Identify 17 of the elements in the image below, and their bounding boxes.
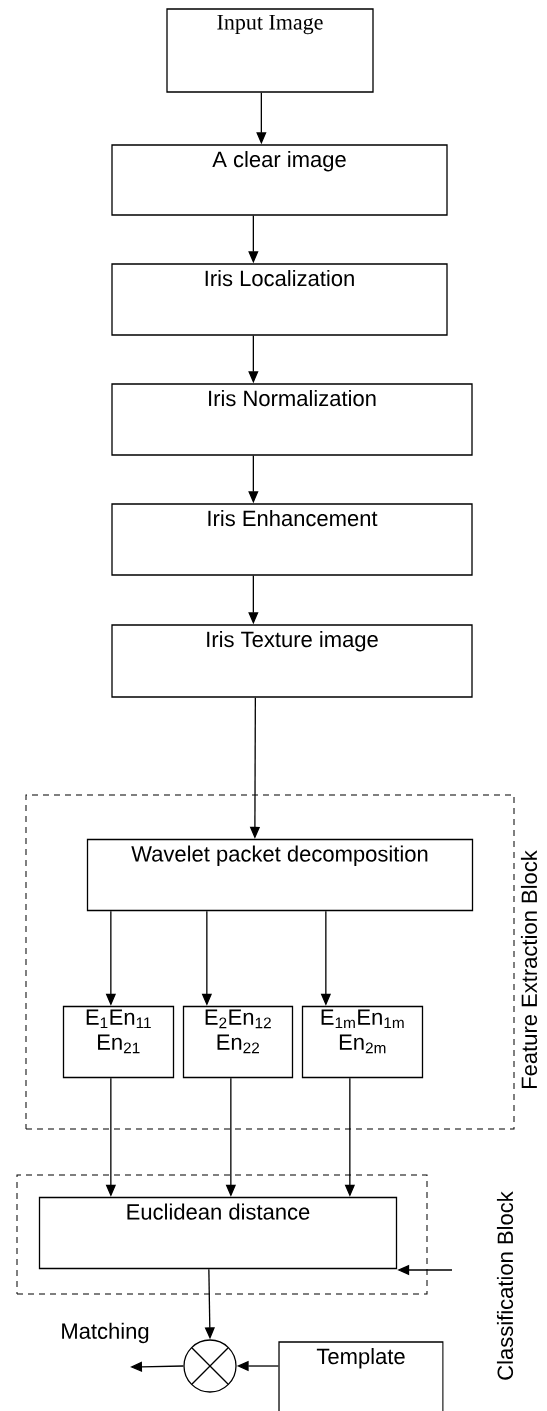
process-box: E$_{1}$En$_{11}$ En$_{21}$ xyxy=(62,1005,175,1079)
process-box: A clear image xyxy=(111,144,448,216)
process-box: E$_{1m}$En$_{1m}$ En$_{2m}$ xyxy=(301,1005,424,1079)
process-box: Template xyxy=(278,1341,444,1411)
caption-text: Matching xyxy=(62,1322,149,1344)
process-box: Iris Normalization xyxy=(111,383,473,456)
process-box: Euclidean distance xyxy=(38,1196,398,1270)
process-box: Iris Enhancement xyxy=(111,503,473,576)
process-box: Iris Localization xyxy=(111,263,448,336)
process-box: Wavelet packet decomposition xyxy=(86,838,474,912)
process-box: Input Image xyxy=(166,8,374,93)
process-box: E$_{2}$En$_{12}$ En$_{22}$ xyxy=(182,1005,294,1079)
block-label: Classification Block xyxy=(496,1191,514,1380)
node-label: Feature Extraction Block xyxy=(520,850,538,1089)
process-box: Iris Texture image xyxy=(111,624,473,698)
group-frame xyxy=(16,1174,428,1295)
multiplier-circle xyxy=(183,1339,237,1393)
